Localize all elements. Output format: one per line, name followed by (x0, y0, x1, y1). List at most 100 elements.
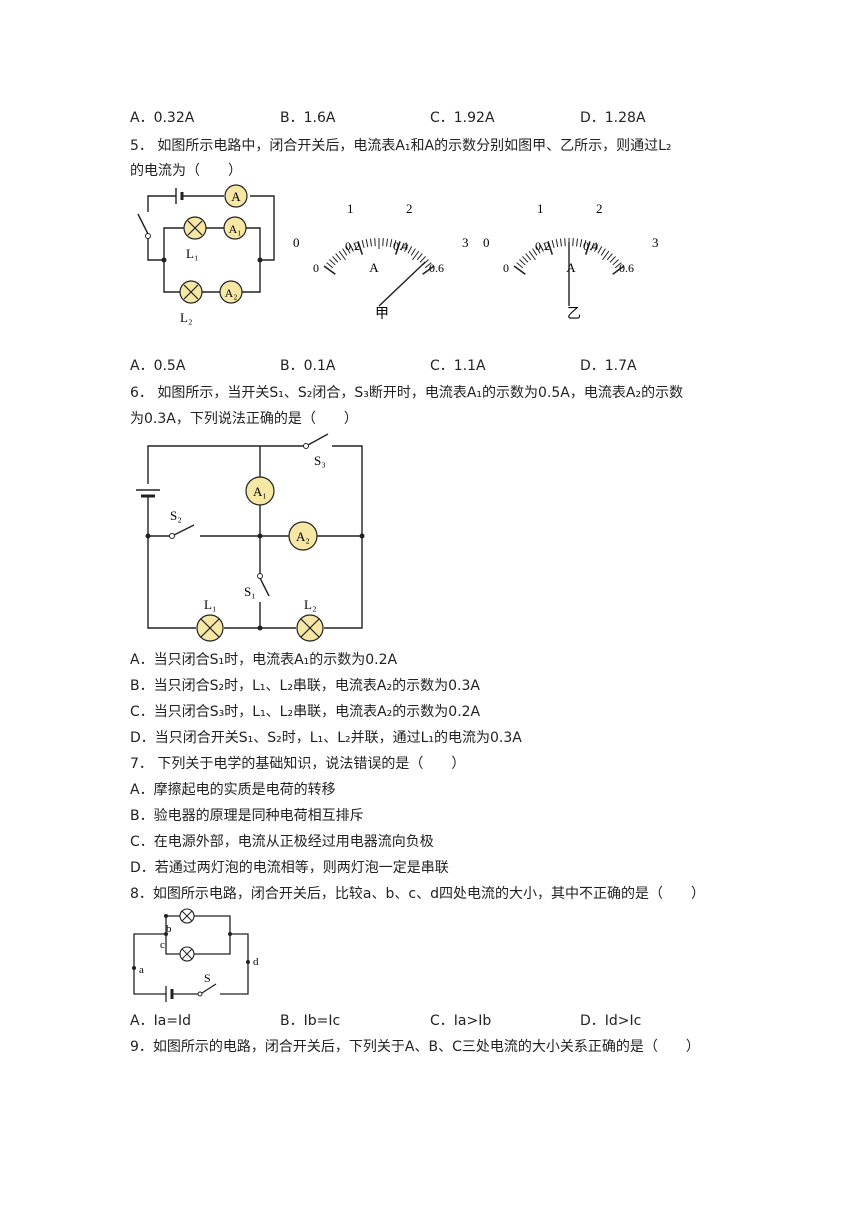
q5-option-c: C．1.1A (430, 358, 486, 374)
meter-tick (572, 238, 574, 247)
meter-tick (576, 238, 579, 247)
q8-c-label: c (160, 939, 165, 951)
meter-tick (404, 244, 409, 252)
q6-option-c: C．当只闭合S₃时，L₁、L₂串联，电流表A₂的示数为0.2A (130, 704, 481, 720)
meter-tick (535, 246, 541, 254)
meter-tick (609, 256, 616, 263)
meter-tick (612, 259, 619, 266)
meter-tick (528, 250, 536, 261)
q7-option-a: A．摩擦起电的实质是电荷的转移 (130, 782, 336, 798)
meter-tick (594, 244, 599, 252)
q8-d-label: d (253, 956, 259, 968)
ammeter-a1-label: A₁ (229, 222, 242, 236)
q6-s1-label: S₁ (244, 584, 256, 599)
meter-jia-inner-1: 0.2 (345, 239, 360, 253)
q6-option-d: D．当只闭合开关S₁、S₂时，L₁、L₂并联，通过L₁的电流为0.3A (130, 730, 522, 746)
q8-s-label: S (204, 971, 211, 985)
meter-tick (382, 238, 384, 247)
meter-yi-outer-1: 1 (537, 201, 544, 216)
meter-tick (365, 239, 369, 248)
q5-text-line2: 的电流为（ ） (130, 163, 242, 179)
meter-jia-outer-1: 1 (347, 201, 354, 216)
meter-yi-outer-2: 2 (596, 201, 603, 216)
meter-yi-inner-0: 0 (503, 261, 509, 275)
q6-text-line2: 为0.3A，下列说法正确的是（ ） (130, 411, 358, 427)
q6-a1-label: A₁ (253, 484, 267, 499)
q6-l2-label: L₂ (304, 597, 316, 612)
q5-option-d: D．1.7A (580, 358, 637, 374)
q8-b-label: b (166, 923, 172, 935)
lamp-l1-label: L₁ (186, 246, 198, 261)
q8-option-c: C．Ia>Ib (430, 1013, 492, 1029)
meter-tick (400, 242, 405, 251)
meter-tick (374, 238, 376, 247)
ammeter-a1-icon (223, 216, 247, 240)
meter-tick (416, 253, 423, 261)
meter-yi: 0 1 2 3 0 0.2 0.4 0.6 A 乙 (483, 201, 659, 322)
q8-options: A．Ia=Id B．Ib=Ic C．Ia>Ib D．Id>Ic (130, 1010, 750, 1030)
q6-a2-label: A₂ (296, 529, 310, 544)
meter-tick (579, 239, 583, 248)
meter-jia-outer-2: 2 (406, 201, 413, 216)
q4-option-a: A．0.32A (130, 110, 195, 126)
meter-tick (583, 240, 587, 249)
meter-tick (422, 265, 435, 275)
meter-tick (600, 248, 606, 256)
q5-text-line1: 5． 如图所示电路中，闭合开关后，电流表A₁和A的示数分别如图甲、乙所示，则通过… (130, 138, 672, 154)
meter-jia-inner-0: 0 (313, 261, 319, 275)
meter-tick (349, 244, 354, 252)
q8-option-a: A．Ia=Id (130, 1013, 192, 1029)
meter-tick (590, 242, 595, 251)
meter-jia: 0 1 2 3 0 0.2 0.4 0.6 A 甲 (293, 201, 469, 322)
q6-s3-label: S₃ (314, 453, 326, 468)
meter-tick (386, 238, 389, 247)
meter-tick (412, 250, 420, 261)
q8-option-d: D．Id>Ic (580, 1013, 642, 1029)
meter-tick (335, 253, 342, 261)
meter-tick (345, 246, 351, 254)
meter-tick (394, 241, 401, 255)
q5-option-a: A．0.5A (130, 358, 186, 374)
meter-jia-needle (378, 261, 426, 307)
q7-text: 7． 下列关于电学的基础知识，说法错误的是（ ） (130, 756, 466, 772)
meter-tick (323, 265, 336, 275)
q7-option-d: D．若通过两灯泡的电流相等，则两灯泡一定是串联 (130, 860, 449, 876)
meter-tick (329, 259, 336, 266)
meter-yi-inner-2: 0.4 (583, 239, 598, 253)
q4-option-b: B．1.6A (280, 110, 336, 126)
ammeter-a2-icon (219, 280, 243, 304)
q6-text-line1: 6． 如图所示，当开关S₁、S₂闭合，S₃断开时，电流表A₁的示数为0.5A，电… (130, 385, 684, 401)
q5-option-b: B．0.1A (280, 358, 336, 374)
q9-text: 9．如图所示的电路，闭合开关后，下列关于A、B、C三处电流的大小关系正确的是（ … (130, 1039, 700, 1055)
q6-option-b: B．当只闭合S₂时，L₁、L₂串联，电流表A₂的示数为0.3A (130, 678, 480, 694)
q6-l1-label: L₁ (204, 597, 216, 612)
meter-tick (551, 240, 555, 249)
meter-jia-inner-3: 0.6 (429, 261, 444, 275)
meter-tick (614, 262, 622, 269)
ammeter-a-icon (224, 184, 248, 208)
ammeter-a2-label: A₂ (225, 286, 238, 300)
meter-tick (516, 262, 524, 269)
meter-tick (547, 241, 554, 255)
meter-tick (326, 262, 334, 269)
meter-tick (564, 238, 566, 247)
meter-jia-outer-3: 3 (462, 235, 469, 250)
meter-yi-unit: A (566, 260, 576, 275)
meter-tick (612, 265, 625, 275)
q4-option-c: C．1.92A (430, 110, 495, 126)
q7-option-b: B．验电器的原理是同种电荷相互排斥 (130, 808, 364, 824)
meter-tick (519, 259, 526, 266)
q4-options: A．0.32A B．1.6A C．1.92A D．1.28A (130, 107, 750, 127)
meter-tick (369, 238, 372, 247)
meter-tick (513, 265, 526, 275)
lamp-l2-label: L₂ (180, 310, 192, 325)
meter-tick (597, 246, 603, 254)
meter-tick (606, 253, 613, 261)
q5-options: A．0.5A B．0.1A C．1.1A D．1.7A (130, 355, 750, 375)
meter-tick (332, 256, 339, 263)
q8-text: 8．如图所示电路，闭合开关后，比较a、b、c、d四处电流的大小，其中不正确的是（… (130, 886, 705, 902)
meter-yi-outer-3: 3 (652, 235, 659, 250)
meter-jia-outer-0: 0 (293, 235, 300, 250)
q6-ammeter-a1-icon (245, 476, 275, 506)
meter-yi-inner-3: 0.6 (619, 261, 634, 275)
